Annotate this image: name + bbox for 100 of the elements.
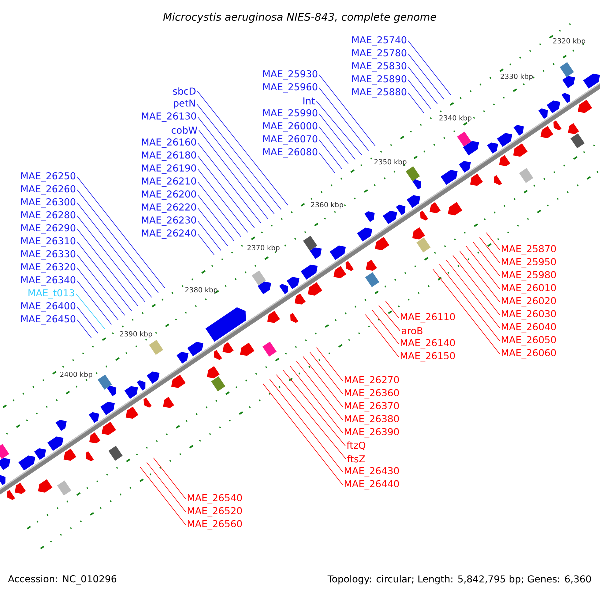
leader-line [77, 228, 139, 307]
leader-line [198, 156, 255, 228]
leader-line [198, 208, 228, 246]
gene-label: MAE_26140 [401, 339, 456, 349]
leader-line [408, 40, 452, 96]
gene-label: MAE_26110 [401, 313, 456, 323]
gene-label: MAE_26300 [22, 198, 76, 208]
leader-line [77, 176, 166, 289]
gene-label: MAE_t013 [28, 289, 74, 299]
leader-line [319, 140, 342, 170]
gene-label: MAE_25890 [352, 75, 407, 85]
leader-line [198, 234, 215, 256]
gene-label: MAE_26060 [502, 349, 556, 359]
leader-line [296, 361, 344, 420]
gene-label: MAE_26540 [188, 494, 242, 504]
leader-line [319, 88, 370, 152]
leader-line [198, 182, 242, 238]
gene-label: MAE_26070 [264, 135, 318, 145]
footer-text: Accession: NC_010296 [8, 575, 117, 585]
gene-label: MAE_26180 [142, 152, 196, 161]
gene-label: ftzQ [346, 442, 366, 450]
leader-line [77, 268, 119, 320]
gene-label: MAE_26250 [22, 172, 76, 182]
leader-line [303, 356, 344, 408]
gene-label: MAE_26310 [22, 237, 76, 247]
leader-line [146, 462, 186, 512]
leader-line [319, 126, 350, 165]
leader-line [276, 374, 346, 460]
leader-line [319, 74, 376, 147]
gene-label: MAE_26260 [22, 185, 76, 195]
gene-label: MAE_26560 [188, 520, 242, 530]
gene-label: MAE_26020 [502, 297, 556, 307]
leader-line [316, 100, 362, 156]
gene-label: MAE_26030 [502, 310, 556, 320]
gene-label: MAE_26010 [502, 284, 556, 294]
leader-line [198, 221, 222, 251]
leader-line [372, 310, 400, 344]
leader-line [408, 92, 425, 114]
leader-line [198, 169, 248, 233]
leader-line [198, 143, 262, 224]
gene-label: MAE_26160 [142, 138, 196, 148]
gene-label: MAE_26290 [22, 224, 76, 234]
gene-label: MAE_26200 [142, 190, 196, 200]
leader-line [365, 314, 400, 358]
leader-line [385, 300, 400, 318]
gene-label: MAE_26330 [22, 250, 76, 260]
leader-line [319, 114, 356, 160]
gene-label: MAE_26370 [345, 402, 400, 412]
leader-line [486, 232, 500, 250]
leader-line [319, 152, 336, 174]
gene-label: MAE_25990 [264, 109, 318, 119]
leader-line [446, 260, 500, 328]
leader-line [77, 190, 159, 294]
leader-line [408, 80, 432, 110]
leader-line [198, 195, 235, 242]
leader-line [459, 250, 500, 302]
gene-label: aroB [402, 327, 423, 335]
leader-line [140, 466, 186, 526]
gene-label: MAE_26380 [345, 415, 400, 425]
leader-line [77, 320, 92, 339]
gene-label: MAE_25930 [264, 70, 318, 80]
gene-label: MAE_26240 [142, 230, 196, 239]
gene-label: MAE_25960 [264, 83, 318, 93]
leader-line [408, 54, 445, 100]
gene-label: MAE_26130 [142, 112, 196, 122]
gene-label: MAE_26450 [22, 315, 76, 325]
leader-line [472, 242, 500, 276]
gene-label: MAE_26270 [345, 376, 400, 386]
gene-label: MAE_26390 [345, 428, 400, 438]
gene-label: MAE_26440 [345, 480, 400, 490]
gene-label: MAE_26080 [264, 148, 318, 158]
gene-label: MAE_26000 [264, 122, 318, 132]
leader-line [290, 366, 344, 434]
gene-label: MAE_26230 [142, 216, 196, 226]
gene-label: MAE_26340 [22, 276, 76, 286]
leader-line [77, 306, 99, 334]
leader-line [262, 384, 344, 486]
gene-label: MAE_26150 [401, 352, 456, 362]
leader-line [77, 242, 132, 312]
leader-line [452, 255, 500, 316]
gene-label: MAE_26360 [345, 389, 400, 399]
leader-line [408, 66, 438, 105]
gene-label: MAE_26280 [22, 211, 76, 221]
leader-line [77, 280, 112, 325]
leader-line [198, 117, 276, 215]
gene-label: MAE_25830 [352, 62, 407, 72]
gene-label: Int [304, 98, 316, 105]
leader-line [283, 370, 346, 446]
leader-line [466, 246, 500, 290]
gene-label: MAE_25780 [352, 49, 407, 59]
gene-label: MAE_25950 [502, 258, 556, 268]
gene-label: MAE_25880 [352, 88, 407, 98]
footer-text: Topology: circular; Length: 5,842,795 bp; Genes: 6,360 [328, 575, 592, 585]
gene-label: MAE_26220 [142, 204, 196, 213]
leader-line [310, 352, 344, 394]
leader-line [439, 264, 500, 342]
leader-line [153, 458, 186, 500]
gene-label: MAE_25870 [502, 245, 556, 255]
gene-label: MAE_26190 [142, 164, 196, 174]
gene-label: cobW [172, 126, 198, 134]
